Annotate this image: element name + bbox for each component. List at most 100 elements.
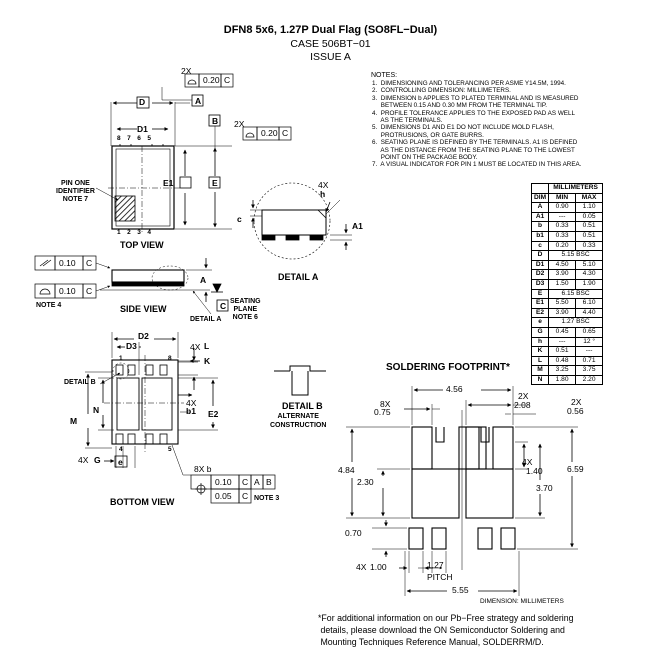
fp-2-08: 2.08	[514, 400, 531, 410]
fp-5-55: 5.55	[452, 585, 469, 595]
bottom-pin5: 5	[168, 446, 172, 453]
fp-1-40: 1.40	[526, 466, 543, 476]
pos-tol-datum-a: A	[254, 477, 260, 487]
pin-number: 6	[137, 135, 148, 142]
fp-1-00: 1.00	[370, 562, 387, 572]
dim-L-label: L	[204, 341, 210, 351]
dim-M-label: M	[70, 416, 78, 426]
fp-6-59: 6.59	[567, 464, 584, 474]
side-A-label: A	[200, 275, 207, 285]
fp-4x-b: 4X	[356, 562, 367, 572]
top-2x-label: 2X	[181, 66, 192, 76]
side-note4: NOTE 4	[36, 302, 62, 309]
note-line: 3. DIMENSION b APPLIES TO PLATED TERMINA…	[372, 94, 579, 102]
bottom-pin4: 4	[119, 446, 123, 453]
bottom-pins	[115, 364, 168, 445]
side-datum-C: C	[220, 301, 227, 311]
detail-a-circle	[253, 182, 331, 260]
dim-E-label: E	[212, 178, 218, 188]
notes-list: 1. DIMENSIONING AND TOLERANCING PER ASME…	[372, 80, 581, 169]
fp-0-56: 0.56	[567, 406, 584, 416]
bottom-8x-b: 8X b	[194, 464, 212, 474]
pin-number: 5	[147, 135, 158, 142]
pos-tol-datum-b: B	[266, 477, 272, 487]
bottom-4x-G: 4X	[78, 455, 89, 465]
dim-D-label: D	[139, 97, 146, 107]
detail-a-body	[261, 209, 327, 236]
bottom-detail-b: DETAIL B	[64, 379, 96, 386]
pos-tol2-datum: C	[242, 491, 249, 501]
detail-a-A1: A1	[352, 221, 363, 231]
dim-E1-label: E1	[163, 178, 174, 188]
side-view-label: SIDE VIEW	[120, 304, 167, 314]
top-pins-lower: 1234	[117, 229, 158, 236]
pin-number: 8	[117, 135, 128, 142]
note-line: 5. DIMENSIONS D1 AND E1 DO NOT INCLUDE M…	[372, 124, 554, 132]
fp-0-70: 0.70	[345, 528, 362, 538]
issue-label: ISSUE A	[310, 51, 351, 63]
top-fcf2-datum: C	[282, 128, 289, 138]
top-fcf2-value: 0.20	[261, 128, 278, 138]
note-line: BETWEEN 0.15 AND 0.30 MM FROM THE TERMIN…	[372, 102, 547, 110]
pin-one-identifier: PIN ONE IDENTIFIER NOTE 7	[56, 180, 95, 203]
detail-a-h: h	[320, 189, 326, 199]
side-profile-datum: C	[86, 286, 93, 296]
top-view-inner	[115, 148, 171, 227]
dim-e-label: e	[118, 457, 123, 467]
drawing-title: DFN8 5x6, 1.27P Dual Flag (SO8FL−Dual)	[223, 24, 438, 36]
fp-4-84: 4.84	[338, 465, 355, 475]
dim-b1-label: b1	[186, 406, 196, 416]
top-view-label: TOP VIEW	[120, 240, 164, 250]
side-view-body	[111, 269, 185, 283]
note-line: POINT ON THE PACKAGE BODY.	[372, 154, 478, 162]
pos-tol-value: 0.10	[215, 477, 232, 487]
bottom-pad-right	[141, 377, 173, 431]
fp-4x: 4X	[522, 457, 533, 467]
pin-number: 1	[117, 229, 128, 236]
side-flat-datum: C	[86, 258, 93, 268]
footprint-title: SOLDERING FOOTPRINT*	[386, 362, 510, 373]
bottom-note3: NOTE 3	[254, 495, 280, 502]
detail-a-c: c	[237, 214, 242, 224]
pin-number: 4	[147, 229, 158, 236]
fp-1-27: 1.27	[427, 560, 444, 570]
footprint-pads	[408, 426, 516, 550]
case-number: CASE 506BT−01	[290, 38, 371, 50]
pin-one-marker	[114, 195, 136, 222]
fp-8x: 8X	[380, 399, 391, 409]
fp-0-75: 0.75	[374, 407, 391, 417]
table-cell-dim: N	[530, 374, 550, 386]
table-cell-max: 2.20	[575, 374, 604, 386]
pin-number: 3	[137, 229, 148, 236]
bottom-4x-L: 4X	[190, 342, 201, 352]
dim-D1-label: D1	[137, 124, 148, 134]
detail-b-alt: ALTERNATE CONSTRUCTION	[270, 413, 327, 429]
note-line: AS THE TERMINALS.	[372, 117, 443, 125]
top-view-body	[111, 145, 175, 230]
fp-2x-b: 2X	[571, 397, 582, 407]
footnote: *For additional information on our Pb−Fr…	[318, 613, 574, 647]
top-fcf-datum: C	[224, 75, 231, 85]
note-line: 2. CONTROLLING DIMENSION: MILLIMETERS.	[372, 87, 511, 95]
detail-b-label: DETAIL B	[282, 401, 323, 411]
note-line: 7. A VISUAL INDICATOR FOR PIN 1 MUST BE …	[372, 161, 582, 169]
dim-N-label: N	[93, 405, 100, 415]
side-flat-value: 0.10	[59, 258, 76, 268]
note-line: PROTRUSIONS, OR GATE BURRS.	[372, 131, 484, 139]
dim-E2-label: E2	[208, 409, 219, 419]
datum-A-label: A	[195, 96, 202, 106]
note-line: 1. DIMENSIONING AND TOLERANCING PER ASME…	[372, 80, 566, 87]
side-profile-value: 0.10	[59, 286, 76, 296]
bottom-pad-left	[116, 377, 140, 431]
notes-heading: NOTES:	[371, 72, 398, 79]
side-detail-a: DETAIL A	[190, 316, 222, 323]
dim-D3-label: D3	[126, 341, 137, 351]
note-line: AS THE DISTANCE FROM THE SEATING PLANE T…	[372, 146, 575, 154]
note-line: 4. PROFILE TOLERANCE APPLIES TO THE EXPO…	[372, 109, 575, 117]
bottom-view-label: BOTTOM VIEW	[110, 497, 175, 507]
fp-4-56: 4.56	[446, 384, 463, 394]
